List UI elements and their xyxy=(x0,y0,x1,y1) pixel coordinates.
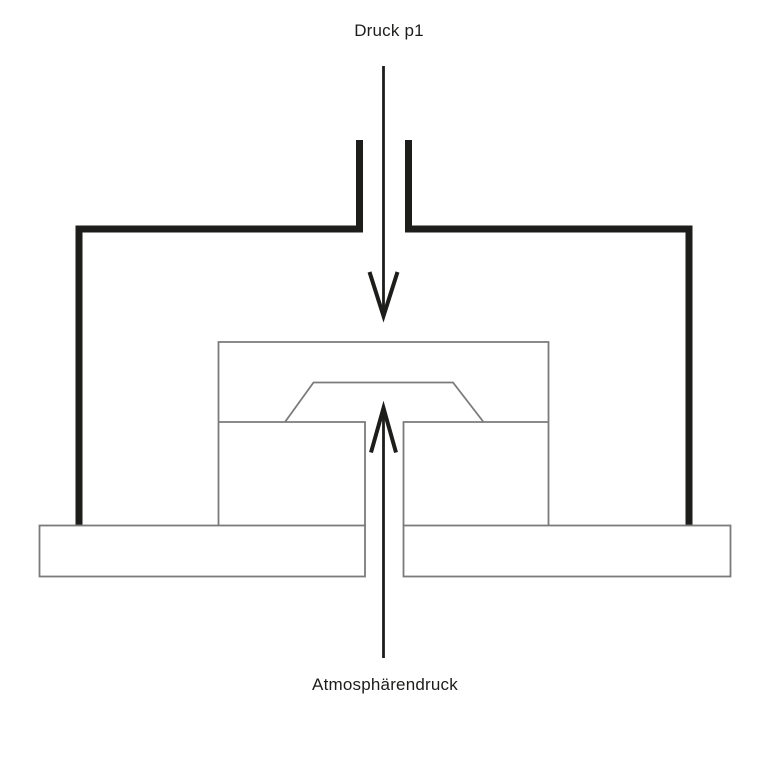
atmosphere-arrow-head-icon xyxy=(369,400,398,454)
base-plate-right xyxy=(402,524,732,578)
housing-wall-left xyxy=(75,140,363,526)
chamber-floor-left xyxy=(218,421,366,526)
housing-wall-right xyxy=(405,140,693,526)
pressure-p1-label: Druck p1 xyxy=(354,21,424,40)
base-plate-left xyxy=(38,524,366,578)
pressure-arrow-head-icon xyxy=(367,271,400,323)
chamber-floor-right xyxy=(402,421,549,526)
sensor-body-outline xyxy=(217,341,550,526)
membrane-trapezoid xyxy=(284,381,485,423)
atmosphere-label: Atmosphärendruck xyxy=(312,675,458,694)
